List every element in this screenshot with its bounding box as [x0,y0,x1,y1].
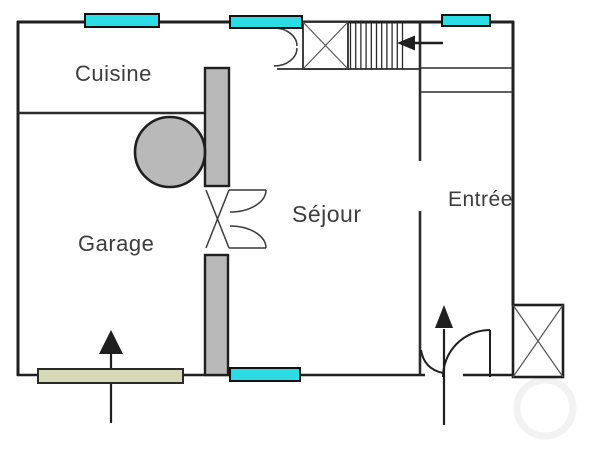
window-icon-sejour-bottom [229,367,301,382]
double-swing-door-icon [205,189,267,249]
exterior-shaft-box [511,303,565,379]
garage-arrow-icon [99,330,123,423]
stair-direction-arrow-icon [397,35,443,51]
casement-arc-top [273,27,298,47]
window-icon-entree [441,14,491,27]
shaft-diagonal-2 [512,304,564,378]
window-icon-cuisine-right [229,15,303,29]
entrance-small-arc [420,349,444,374]
door-x-line-2 [205,189,230,249]
door-arc-bottom [229,225,267,249]
round-fixture-icon [133,115,207,189]
gray-wall-upper [203,66,231,188]
staircase-block [302,21,443,70]
windows [84,13,491,382]
room-label-garage: Garage [78,231,154,256]
window-icon-cuisine-left [84,13,160,28]
door-swing-icon [442,329,491,378]
room-label-sejour: Séjour [292,201,361,227]
gray-wall-lower [203,253,230,377]
room-label-entree: Entrée [448,188,513,211]
gray-partition-walls [203,66,231,377]
staircase-hatch-icon [349,22,404,69]
casement-window-icon [273,27,298,67]
shaft-diagonal-2 [302,21,349,70]
watermark [513,376,577,440]
room-labels: Cuisine Garage Séjour Entrée [75,61,513,256]
door-arc-top [229,189,267,213]
entrance-arrow-icon [435,305,453,425]
room-label-cuisine: Cuisine [75,61,152,86]
casement-arc-bottom [273,47,298,67]
garage-door-icon [37,368,184,384]
entrance-door [420,329,491,378]
